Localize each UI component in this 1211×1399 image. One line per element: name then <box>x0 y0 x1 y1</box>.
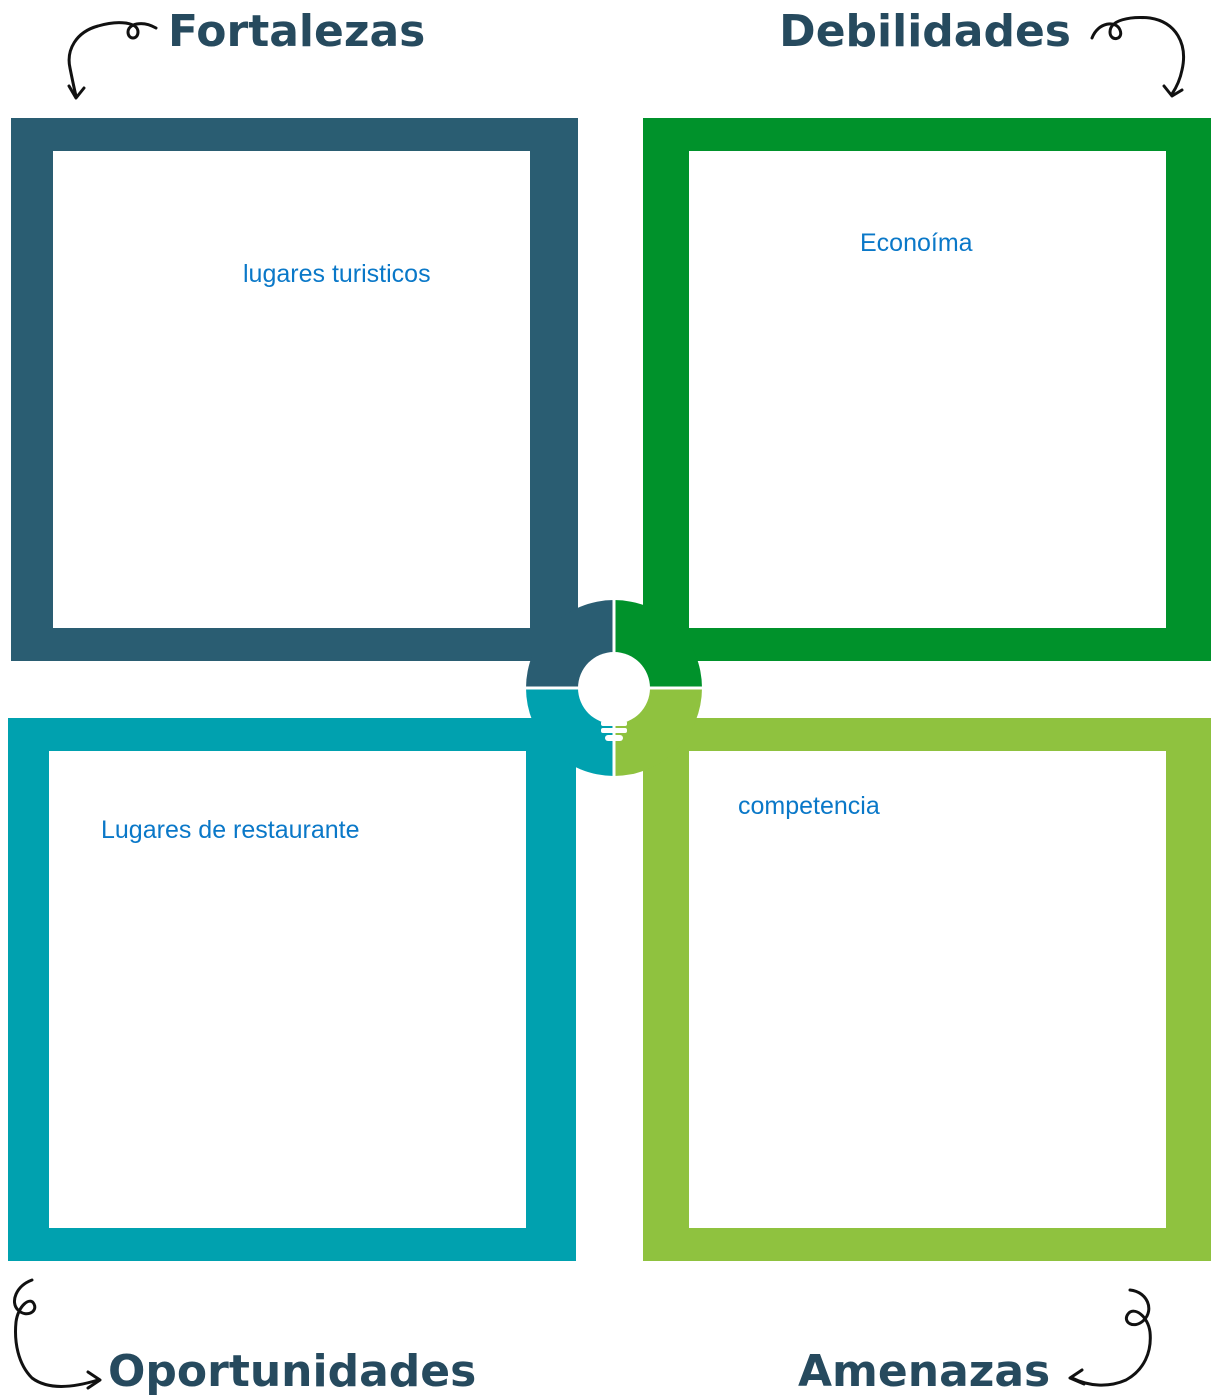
lightbulb-icon <box>585 653 643 741</box>
curly-arrow-icon <box>1068 1288 1152 1387</box>
amenazas-box: competencia <box>643 718 1211 1261</box>
oportunidades-box: Lugares de restaurante <box>8 718 576 1261</box>
fortalezas-box: lugares turisticos <box>11 118 578 661</box>
heading-fortalezas: Fortalezas <box>168 6 426 57</box>
debilidades-text[interactable]: Econoíma <box>860 229 973 257</box>
heading-oportunidades: Oportunidades <box>108 1346 477 1397</box>
heading-amenazas: Amenazas <box>798 1346 1051 1397</box>
debilidades-box: Econoíma <box>643 118 1211 661</box>
center-hub <box>523 597 705 779</box>
heading-debilidades: Debilidades <box>779 6 1071 57</box>
curly-arrow-icon <box>67 21 158 100</box>
curly-arrow-icon <box>1090 16 1185 98</box>
oportunidades-text[interactable]: Lugares de restaurante <box>101 816 360 844</box>
fortalezas-text[interactable]: lugares turisticos <box>243 260 431 288</box>
amenazas-text[interactable]: competencia <box>738 792 880 820</box>
curly-arrow-icon <box>13 1278 102 1390</box>
